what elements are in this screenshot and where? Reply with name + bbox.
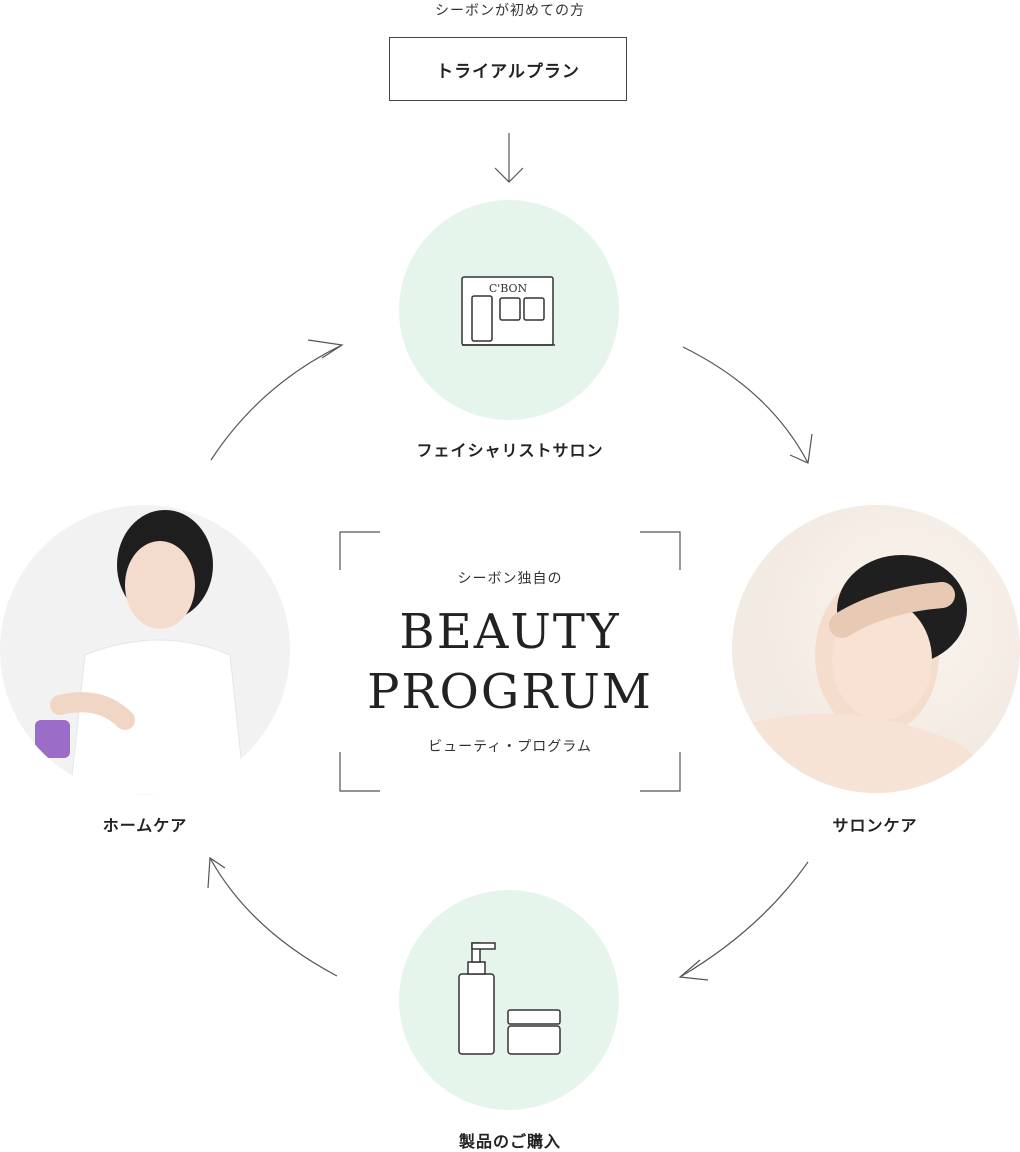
arrow-top-left-head [307, 339, 344, 359]
home-care-label: ホームケア [102, 816, 188, 835]
arrow-bottom-right-head [678, 959, 709, 981]
arrow-top-left [210, 344, 343, 461]
arrow-bottom-right [679, 861, 809, 978]
product-circle[interactable] [399, 890, 619, 1110]
frame-corner-br [640, 752, 681, 792]
home-care-photo [0, 505, 290, 795]
program-title-line1: BEAUTY [399, 604, 621, 660]
frame-corner-tr [640, 531, 681, 570]
salon-care-photo [732, 505, 1020, 793]
facial-treatment-image [732, 555, 1020, 793]
arrow-top-right-head [789, 433, 813, 464]
down-arrow-head [494, 167, 524, 183]
center-jp-bottom: ビューティ・プログラム [428, 739, 592, 755]
store-sign: C'BON [489, 282, 528, 295]
trial-plan-button[interactable]: トライアルプラン [389, 37, 627, 101]
frame-corner-tl [339, 531, 380, 570]
program-title-line2: PROGRUM [367, 664, 653, 720]
arrow-top-right [682, 346, 809, 464]
woman-applying-product-image [35, 510, 246, 795]
first-time-text: シーボンが初めての方 [435, 3, 585, 19]
arrow-bottom-left [209, 857, 338, 977]
salon-care-label: サロンケア [832, 816, 918, 835]
center-jp-top: シーボン独自の [457, 571, 563, 587]
frame-corner-bl [339, 752, 380, 792]
arrow-bottom-left-head [207, 856, 226, 889]
product-label: 製品のご購入 [458, 1132, 561, 1151]
salon-label: フェイシャリストサロン [416, 441, 604, 460]
